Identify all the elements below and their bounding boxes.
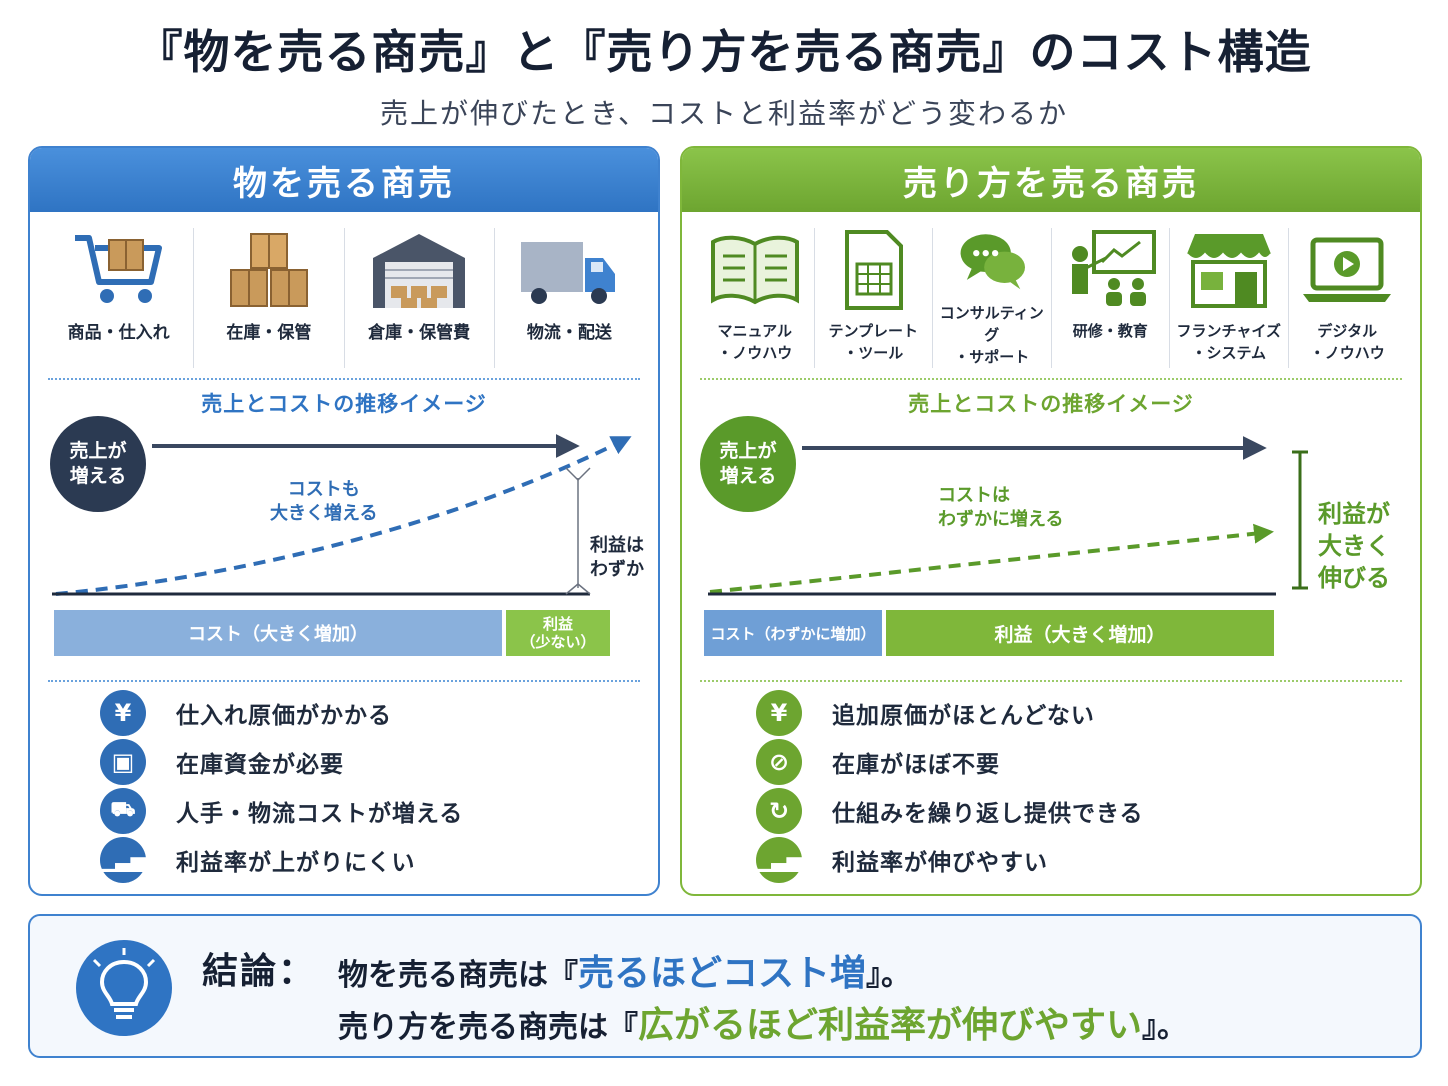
profit-grows-note: 利益が 大きく 伸びる: [1318, 500, 1390, 592]
feature-text: 在庫資金が必要: [176, 751, 344, 778]
conclusion-line-2-prefix: 売り方を売る商売は『: [338, 1010, 638, 1045]
feature-item: ▁▃▅ 利益率が上がりにくい: [100, 835, 463, 884]
right-icon-cell: マニュアル ・ノウハウ: [696, 228, 815, 368]
profit-bar: 利益（大きく増加）: [886, 610, 1274, 656]
left-icon-label: 物流・配送: [526, 323, 612, 343]
right-icon-label: 研修・教育: [1072, 322, 1148, 340]
left-icon-cell: 在庫・保管: [194, 228, 345, 368]
left-chart-title: 売上とコストの推移イメージ: [201, 392, 487, 416]
feature-text: 仕組みを繰り返し提供できる: [832, 800, 1144, 827]
feature-item: ¥ 追加原価がほとんどない: [756, 688, 1144, 737]
yen-icon: ¥: [756, 689, 802, 736]
left-chart: [52, 434, 632, 596]
feature-text: 人手・物流コストが増える: [176, 800, 464, 827]
cost-increase-note: コストも 大きく増える: [270, 479, 378, 524]
cost-line: [709, 523, 1274, 594]
right-chart: [708, 436, 1308, 596]
divider: [700, 378, 1402, 380]
conclusion-line-2: 売り方を売る商売は『広がるほど利益率が伸びやすい』。: [338, 996, 1187, 1048]
book-icon: [710, 235, 799, 305]
page-title: 『物を売る商売』と『売り方を売る商売』のコスト構造: [136, 25, 1312, 79]
divider: [48, 378, 640, 380]
bar-chart-icon: ▁▃▅: [100, 836, 146, 883]
store-icon: [1186, 234, 1272, 308]
growth-icon: ▁▃▅: [756, 836, 802, 883]
conclusion-line-2-suffix: 』。: [1142, 1010, 1188, 1045]
feature-item: ▁▃▅ 利益率が伸びやすい: [756, 835, 1144, 884]
cost-slight-note: コストは わずかに増える: [938, 485, 1064, 530]
right-chart-title: 売上とコストの推移イメージ: [908, 392, 1194, 416]
left-panel-header: 物を売る商売: [30, 148, 658, 212]
feature-text: 在庫がほぼ不要: [832, 751, 1000, 778]
cost-curve: [55, 436, 632, 596]
feature-text: 仕入れ原価がかかる: [176, 702, 392, 729]
right-icon-label: テンプレート ・ツール: [828, 322, 919, 362]
truck-icon: [521, 242, 616, 304]
feature-text: 利益率が伸びやすい: [832, 849, 1048, 876]
boxes-icon: [229, 233, 308, 307]
warehouse-icon: [373, 234, 466, 308]
feature-item: ⊘ 在庫がほぼ不要: [756, 737, 1144, 786]
right-icon-cell: 研修・教育: [1052, 228, 1170, 368]
lightbulb-icon: [76, 940, 172, 1036]
sales-increase-badge: 売上が 増える: [700, 416, 796, 512]
delivery-icon: ⛟: [100, 787, 146, 834]
no-box-icon: ⊘: [756, 738, 802, 785]
conclusion-line-1-highlight: 売るほどコスト増: [578, 953, 867, 994]
conclusion-line-2-highlight: 広がるほど利益率が伸びやすい: [638, 1005, 1143, 1046]
sales-increase-badge: 売上が 増える: [50, 416, 146, 512]
right-icon-cell: テンプレート ・ツール: [815, 228, 933, 368]
feature-text: 追加原価がほとんどない: [832, 702, 1095, 729]
spreadsheet-icon: [845, 230, 904, 310]
left-icon-row: 商品・仕入れ 在庫・保管 倉庫・保管費: [44, 228, 644, 368]
left-icon-cell: 物流・配送: [495, 228, 644, 368]
profit-bracket: [1292, 450, 1308, 590]
conclusion-line-1: 物を売る商売は『売るほどコスト増』。: [338, 944, 911, 996]
shopping-cart-icon: [74, 235, 162, 303]
right-icon-label: デジタル ・ノウハウ: [1309, 322, 1385, 362]
right-icon-label: フランチャイズ ・システム: [1176, 322, 1281, 362]
left-icon-label: 在庫・保管: [226, 323, 312, 343]
conclusion-label: 結論：: [202, 951, 317, 992]
training-icon: [1072, 230, 1157, 306]
repeat-icon: ↻: [756, 787, 802, 834]
right-icon-row: マニュアル ・ノウハウ テンプレート ・ツール コンサルティング ・サポート: [696, 228, 1406, 368]
box-icon: ▣: [100, 738, 146, 785]
chat-icon: [960, 234, 1025, 290]
cost-bar: コスト（大きく増加）: [54, 610, 502, 656]
feature-text: 利益率が上がりにくい: [176, 849, 416, 876]
right-icon-label: マニュアル ・ノウハウ: [717, 322, 793, 362]
divider: [48, 680, 640, 682]
right-icon-cell: コンサルティング ・サポート: [933, 228, 1052, 368]
feature-item: ↻ 仕組みを繰り返し提供できる: [756, 786, 1144, 835]
left-icon-cell: 倉庫・保管費: [345, 228, 495, 368]
profit-bar: 利益 （少ない）: [506, 610, 610, 656]
right-icon-label: コンサルティング ・サポート: [939, 304, 1044, 366]
feature-item: ¥ 仕入れ原価がかかる: [100, 688, 463, 737]
left-feature-list: ¥ 仕入れ原価がかかる ▣ 在庫資金が必要 ⛟ 人手・物流コストが増える ▁▃▅…: [100, 688, 463, 884]
left-icon-label: 商品・仕入れ: [67, 323, 170, 343]
divider: [700, 680, 1402, 682]
page-subtitle: 売上が伸びたとき、コストと利益率がどう変わるか: [379, 97, 1069, 130]
right-panel-header: 売り方を売る商売: [682, 148, 1420, 212]
left-icon-label: 倉庫・保管費: [368, 323, 471, 343]
profit-small-note: 利益は わずか: [590, 535, 644, 580]
left-panel: 物を売る商売 商品・仕入れ 在庫・保管: [28, 146, 660, 896]
feature-item: ▣ 在庫資金が必要: [100, 737, 463, 786]
conclusion-box: 結論： 物を売る商売は『売るほどコスト増』。 売り方を売る商売は『広がるほど利益…: [28, 914, 1422, 1058]
laptop-play-icon: [1303, 237, 1392, 302]
yen-icon: ¥: [100, 689, 146, 736]
right-icon-cell: デジタル ・ノウハウ: [1289, 228, 1407, 368]
left-icon-cell: 商品・仕入れ: [44, 228, 195, 368]
conclusion-line-1-prefix: 物を売る商売は『: [338, 958, 578, 993]
right-feature-list: ¥ 追加原価がほとんどない ⊘ 在庫がほぼ不要 ↻ 仕組みを繰り返し提供できる …: [756, 688, 1144, 884]
right-panel: 売り方を売る商売 マニュアル ・ノウハウ テンプレート ・ツール: [680, 146, 1422, 896]
cost-bar: コスト（わずかに増加）: [704, 610, 882, 656]
conclusion-line-1-suffix: 』。: [866, 958, 912, 993]
right-icon-cell: フランチャイズ ・システム: [1170, 228, 1289, 368]
feature-item: ⛟ 人手・物流コストが増える: [100, 786, 463, 835]
